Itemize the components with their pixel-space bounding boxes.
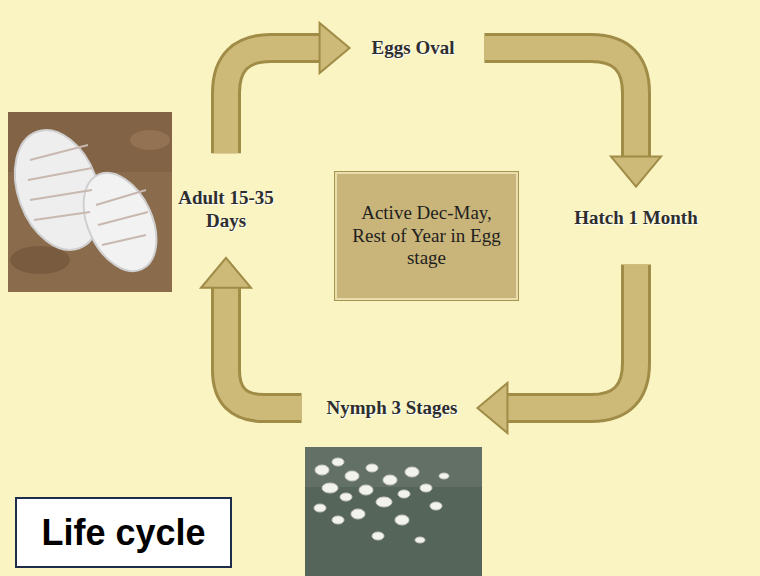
stage-label: Hatch 1 Month bbox=[574, 207, 698, 230]
text-stack: Active Dec-May, Rest of Year in Egg stag… bbox=[347, 202, 506, 270]
text-stack: Eggs Oval bbox=[372, 37, 455, 60]
nymph bbox=[420, 484, 432, 492]
arrow-head bbox=[320, 23, 350, 73]
nymph bbox=[372, 532, 384, 540]
nymph bbox=[430, 502, 442, 510]
node-text: Nymph 3 Stages bbox=[327, 397, 458, 420]
title-box: Life cycle bbox=[15, 497, 232, 568]
arrow-shaft bbox=[226, 48, 320, 153]
arrow-outline bbox=[226, 288, 302, 408]
nymph-photo bbox=[305, 447, 482, 576]
nymph bbox=[439, 473, 449, 479]
arrow-head bbox=[477, 383, 507, 433]
nymph bbox=[314, 504, 326, 512]
nymph-cluster bbox=[314, 458, 449, 543]
arrow-outline bbox=[507, 264, 636, 408]
leaf-ground bbox=[305, 447, 482, 576]
stage-label: Nymph 3 Stages bbox=[327, 397, 458, 420]
arrow-shaft bbox=[226, 288, 302, 408]
nymph bbox=[405, 467, 419, 477]
stage-label: Adult 15-35 Days bbox=[167, 187, 285, 233]
node-text: Life cycle bbox=[41, 512, 205, 554]
body-segments bbox=[28, 145, 148, 245]
arrow-outline bbox=[226, 48, 320, 153]
arrow-outline bbox=[484, 48, 636, 157]
text-stack: Adult 15-35 Days bbox=[167, 187, 285, 233]
text-stack: Hatch 1 Month bbox=[574, 207, 698, 230]
cycle-arrow bbox=[484, 48, 661, 187]
arrow-head bbox=[201, 258, 251, 288]
nymph bbox=[345, 471, 359, 481]
nymph bbox=[398, 490, 410, 498]
node-text: Eggs Oval bbox=[372, 37, 455, 60]
nymph bbox=[332, 458, 344, 466]
node-text: Adult 15-35 Days bbox=[167, 187, 285, 233]
leaf-shade bbox=[305, 447, 482, 487]
node-text: Active Dec-May, Rest of Year in Egg stag… bbox=[347, 202, 506, 270]
cycle-arrow bbox=[226, 23, 350, 153]
nymph bbox=[351, 509, 365, 519]
bark-spot bbox=[130, 130, 170, 150]
arrow-shaft bbox=[507, 264, 636, 408]
arrow-head bbox=[611, 157, 661, 187]
text-stack: Nymph 3 Stages bbox=[327, 397, 458, 420]
nymph bbox=[383, 475, 397, 485]
nymph bbox=[415, 537, 425, 543]
nymph bbox=[340, 493, 352, 501]
mealybug-body bbox=[69, 161, 171, 282]
nymph bbox=[376, 497, 392, 507]
nymph bbox=[315, 465, 329, 475]
note-box: Active Dec-May, Rest of Year in Egg stag… bbox=[335, 172, 518, 300]
arrow-shaft bbox=[484, 48, 636, 157]
node-text: Hatch 1 Month bbox=[574, 207, 698, 230]
nymph bbox=[395, 515, 409, 525]
stage-label: Eggs Oval bbox=[372, 37, 455, 60]
nymph bbox=[322, 483, 338, 493]
adult-mealybug-photo bbox=[0, 112, 172, 292]
nymph bbox=[359, 485, 373, 495]
text-stack: Life cycle bbox=[41, 512, 205, 554]
bark-spot bbox=[10, 246, 70, 274]
cycle-arrow bbox=[201, 258, 302, 408]
nymph bbox=[332, 516, 344, 524]
nymph bbox=[366, 464, 378, 472]
